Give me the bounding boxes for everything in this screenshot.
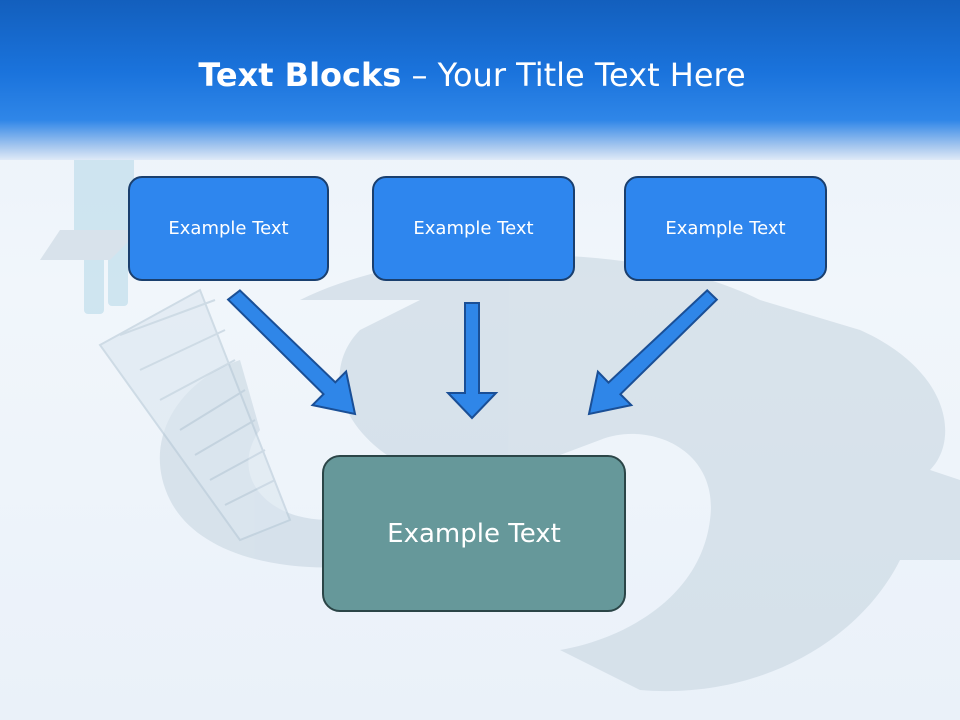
top-block-2-text: Example Text xyxy=(413,218,534,239)
top-block-3: Example Text xyxy=(624,176,827,281)
title-bar xyxy=(0,0,960,160)
slide-title: Text Blocks – Your Title Text Here xyxy=(0,52,944,98)
bottom-block-text: Example Text xyxy=(387,518,561,549)
bottom-block: Example Text xyxy=(322,455,626,612)
top-block-1: Example Text xyxy=(128,176,329,281)
top-block-2: Example Text xyxy=(372,176,575,281)
figure-shape xyxy=(40,142,140,314)
arrow-right xyxy=(587,289,719,416)
arrow-center xyxy=(445,302,499,420)
top-block-1-text: Example Text xyxy=(168,218,289,239)
title-rest: Your Title Text Here xyxy=(437,56,746,94)
title-bold: Text Blocks xyxy=(198,56,402,94)
title-dash: – xyxy=(401,56,438,94)
top-block-3-text: Example Text xyxy=(665,218,786,239)
stairs-shape xyxy=(98,288,292,542)
arrow-left xyxy=(226,289,357,416)
